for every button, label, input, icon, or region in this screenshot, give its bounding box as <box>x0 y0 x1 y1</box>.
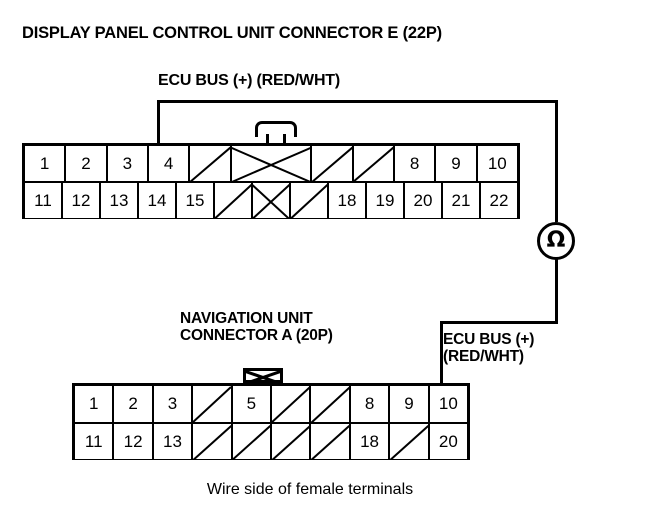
terminal-pin-18[interactable]: 18 <box>329 183 367 218</box>
wire-segment-from-ohmmeter <box>555 259 558 323</box>
ohm-glyph: Ω <box>546 228 566 253</box>
wire-segment-pin4-vertical <box>157 100 160 145</box>
terminal-pin-19[interactable]: 19 <box>367 183 405 218</box>
terminal-pin-10[interactable]: 10 <box>429 386 468 422</box>
terminal-pin-11[interactable]: 11 <box>25 183 63 218</box>
terminal-pin-2[interactable]: 2 <box>66 146 108 181</box>
diagram-caption: Wire side of female terminals <box>206 481 414 498</box>
ohmmeter-symbol: Ω <box>537 222 575 260</box>
terminal-pin-20[interactable]: 20 <box>405 183 443 218</box>
wire-segment-bottom-horizontal <box>440 321 558 324</box>
terminal-blank-diagonal[interactable] <box>190 146 232 181</box>
terminal-pin-15[interactable]: 15 <box>177 183 215 218</box>
label-navigation-unit: NAVIGATION UNIT CONNECTOR A (20P) <box>180 310 333 344</box>
terminal-blank-diagonal[interactable] <box>193 386 233 422</box>
terminal-pin-22[interactable]: 22 <box>481 183 517 218</box>
terminal-blank-diagonal[interactable] <box>272 386 312 422</box>
terminal-pin-18[interactable]: 18 <box>350 424 391 459</box>
terminal-blank-diagonal[interactable] <box>390 424 430 459</box>
label-navigation-unit-line1: NAVIGATION UNIT <box>180 310 313 327</box>
terminal-blank-crossed[interactable] <box>231 146 313 181</box>
terminal-pin-10[interactable]: 10 <box>477 146 517 181</box>
terminal-pin-12[interactable]: 12 <box>63 183 101 218</box>
terminal-pin-4[interactable]: 4 <box>148 146 191 181</box>
terminal-pin-14[interactable]: 14 <box>139 183 177 218</box>
terminal-blank-diagonal[interactable] <box>215 183 253 218</box>
terminal-pin-9[interactable]: 9 <box>436 146 478 181</box>
connector-a-locking-tab <box>243 368 283 385</box>
terminal-blank-diagonal[interactable] <box>312 146 354 181</box>
terminal-blank-diagonal[interactable] <box>311 424 351 459</box>
label-ecu-bus-bottom-line1: ECU BUS (+) <box>443 331 535 348</box>
terminal-pin-5[interactable]: 5 <box>232 386 273 422</box>
terminal-blank-diagonal[interactable] <box>311 386 351 422</box>
label-ecu-bus-top: ECU BUS (+) (RED/WHT) <box>158 72 341 89</box>
wire-segment-pin10-vertical <box>440 321 443 385</box>
terminal-blank-diagonal[interactable] <box>193 424 233 459</box>
terminal-blank-diagonal[interactable] <box>353 146 395 181</box>
terminal-pin-3[interactable]: 3 <box>107 146 149 181</box>
label-ecu-bus-bottom-line2: (RED/WHT) <box>443 348 524 365</box>
page-title: DISPLAY PANEL CONTROL UNIT CONNECTOR E (… <box>22 24 442 42</box>
terminal-pin-12[interactable]: 12 <box>114 424 154 459</box>
terminal-pin-1[interactable]: 1 <box>25 146 67 181</box>
terminal-pin-2[interactable]: 2 <box>114 386 154 422</box>
terminal-blank-crossed[interactable] <box>253 183 291 218</box>
terminal-pin-3[interactable]: 3 <box>153 386 194 422</box>
label-navigation-unit-line2: CONNECTOR A (20P) <box>180 327 333 344</box>
label-ecu-bus-bottom: ECU BUS (+) (RED/WHT) <box>443 331 534 365</box>
terminal-blank-diagonal[interactable] <box>272 424 312 459</box>
wire-segment-to-ohmmeter <box>555 100 558 222</box>
terminal-pin-11[interactable]: 11 <box>75 424 115 459</box>
wire-segment-top-horizontal <box>157 100 558 103</box>
terminal-pin-13[interactable]: 13 <box>101 183 139 218</box>
terminal-pin-21[interactable]: 21 <box>443 183 481 218</box>
connector-e-locking-tab <box>255 121 297 137</box>
terminal-pin-1[interactable]: 1 <box>75 386 115 422</box>
terminal-pin-13[interactable]: 13 <box>153 424 194 459</box>
terminal-pin-8[interactable]: 8 <box>350 386 391 422</box>
terminal-pin-9[interactable]: 9 <box>390 386 430 422</box>
terminal-pin-20[interactable]: 20 <box>429 424 468 459</box>
terminal-blank-diagonal[interactable] <box>232 424 273 459</box>
terminal-blank-diagonal[interactable] <box>291 183 329 218</box>
terminal-pin-8[interactable]: 8 <box>394 146 437 181</box>
